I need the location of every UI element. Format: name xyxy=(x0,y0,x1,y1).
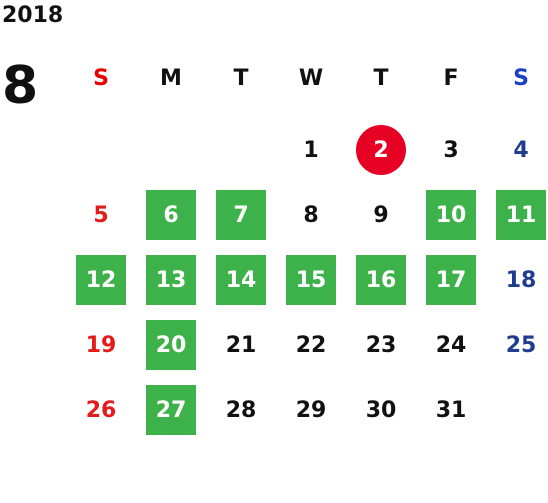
day-cell[interactable]: 29 xyxy=(295,397,327,423)
day-cell[interactable]: 6 xyxy=(146,190,196,240)
day-cell[interactable]: 20 xyxy=(146,320,196,370)
day-cell[interactable]: 3 xyxy=(443,137,459,163)
weekday-label: T xyxy=(373,66,389,91)
day-cell[interactable]: 18 xyxy=(505,267,537,293)
day-cell[interactable]: 13 xyxy=(146,255,196,305)
day-cell[interactable]: 22 xyxy=(295,332,327,358)
day-cell[interactable]: 8 xyxy=(303,202,319,228)
weekday-label: S xyxy=(513,66,529,91)
day-cell[interactable]: 30 xyxy=(365,397,397,423)
day-cell[interactable]: 17 xyxy=(426,255,476,305)
day-cell[interactable]: 27 xyxy=(146,385,196,435)
weekday-label: W xyxy=(298,66,324,91)
day-cell[interactable]: 23 xyxy=(365,332,397,358)
day-cell[interactable]: 25 xyxy=(505,332,537,358)
day-cell[interactable]: 15 xyxy=(286,255,336,305)
day-cell[interactable]: 16 xyxy=(356,255,406,305)
day-cell[interactable]: 21 xyxy=(225,332,257,358)
day-cell[interactable]: 19 xyxy=(85,332,117,358)
day-cell[interactable]: 7 xyxy=(216,190,266,240)
day-cell[interactable]: 24 xyxy=(435,332,467,358)
day-cell[interactable]: 5 xyxy=(93,202,109,228)
day-cell[interactable]: 26 xyxy=(85,397,117,423)
day-cell-today[interactable]: 2 xyxy=(356,125,406,175)
weekday-label: F xyxy=(443,66,459,91)
day-cell[interactable]: 9 xyxy=(373,202,389,228)
weekday-label: T xyxy=(233,66,249,91)
day-cell[interactable]: 14 xyxy=(216,255,266,305)
day-cell[interactable]: 12 xyxy=(76,255,126,305)
year-label: 2018 xyxy=(2,3,64,28)
day-cell[interactable]: 31 xyxy=(435,397,467,423)
weekday-label: M xyxy=(160,66,182,91)
month-label: 8 xyxy=(2,56,39,116)
day-cell[interactable]: 28 xyxy=(225,397,257,423)
weekday-label: S xyxy=(93,66,109,91)
day-cell[interactable]: 1 xyxy=(303,137,319,163)
day-cell[interactable]: 11 xyxy=(496,190,546,240)
day-cell[interactable]: 4 xyxy=(513,137,529,163)
day-cell[interactable]: 10 xyxy=(426,190,476,240)
